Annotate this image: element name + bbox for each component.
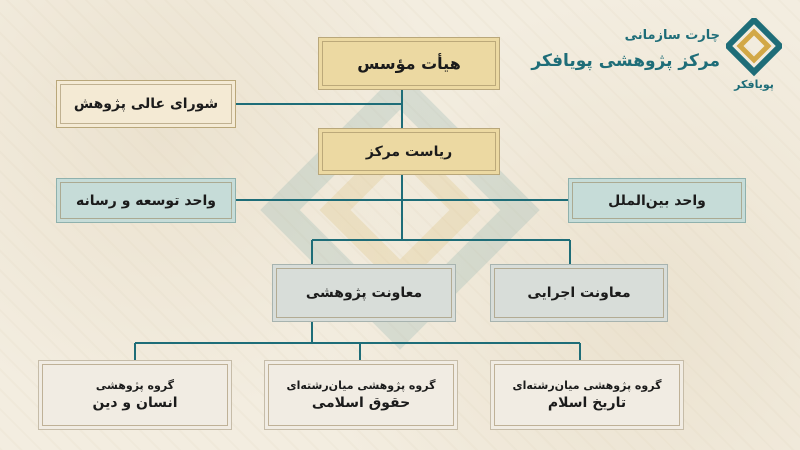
node-research-deputy: معاونت پژوهشی: [272, 264, 456, 322]
org-title: مرکز پژوهشی پویافکر: [531, 51, 720, 71]
node-label: تاریخ اسلام: [547, 395, 627, 411]
node-sublabel: گروه پژوهشی: [95, 379, 175, 392]
node-group-islamic-law: گروه پژوهشی میان‌رشته‌ای حقوق اسلامی: [264, 360, 458, 430]
node-executive-deputy: معاونت اجرایی: [490, 264, 668, 322]
header: چارت سازمانی مرکز پژوهشی پویافکر: [531, 28, 720, 71]
node-label: معاونت پژوهشی: [305, 285, 423, 301]
node-international-unit: واحد بین‌الملل: [568, 178, 746, 223]
node-label: شورای عالی پژوهش: [73, 96, 219, 112]
chart-subtitle: چارت سازمانی: [624, 28, 720, 43]
node-label: ریاست مرکز: [365, 143, 453, 160]
node-group-human-religion: گروه پژوهشی انسان و دین: [38, 360, 232, 430]
node-label: حقوق اسلامی: [311, 395, 411, 411]
logo-icon: [726, 18, 782, 77]
node-board-of-founders: هیأت مؤسس: [318, 37, 500, 90]
node-research-council: شورای عالی پژوهش: [56, 80, 236, 128]
node-label: هیأت مؤسس: [357, 54, 461, 73]
node-development-media-unit: واحد توسعه و رسانه: [56, 178, 236, 223]
logo-text: پویافکر: [734, 78, 774, 91]
node-label: انسان و دین: [92, 395, 178, 411]
node-sublabel: گروه پژوهشی میان‌رشته‌ای: [286, 379, 436, 392]
node-center-presidency: ریاست مرکز: [318, 128, 500, 175]
node-label: واحد بین‌الملل: [608, 192, 706, 209]
node-sublabel: گروه پژوهشی میان‌رشته‌ای: [512, 379, 662, 392]
node-group-islamic-history: گروه پژوهشی میان‌رشته‌ای تاریخ اسلام: [490, 360, 684, 430]
node-label: واحد توسعه و رسانه: [75, 192, 217, 209]
node-label: معاونت اجرایی: [527, 285, 631, 301]
